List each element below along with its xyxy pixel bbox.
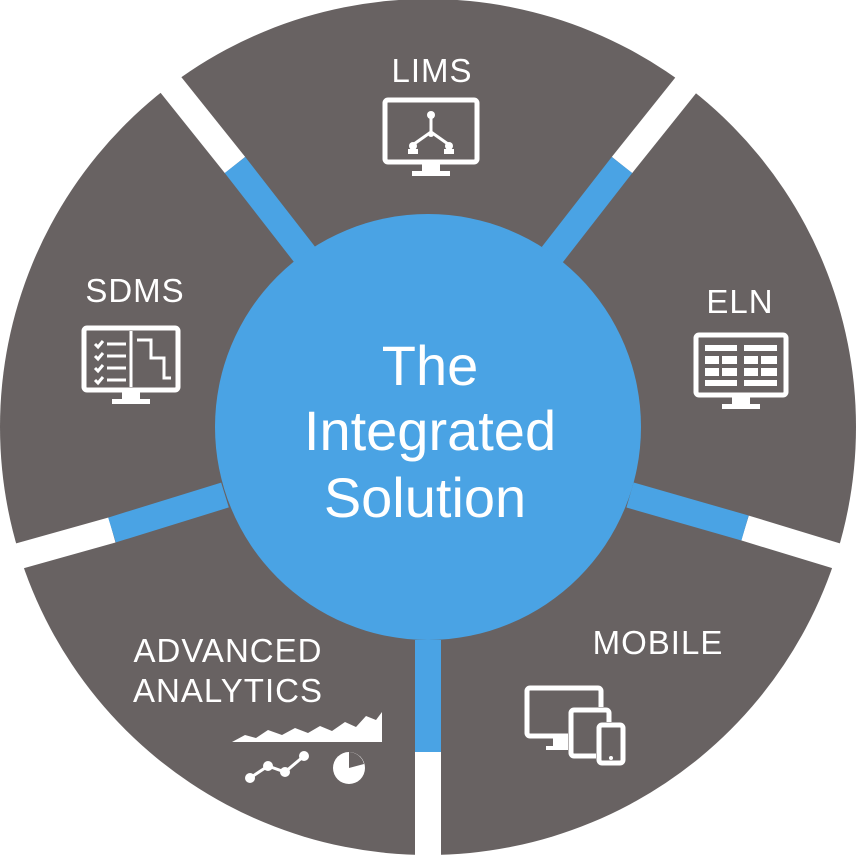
devices-icon	[524, 685, 626, 766]
center-line-1: The	[382, 334, 479, 397]
segment-lims-label: LIMS	[391, 52, 472, 89]
center-line-3: Solution	[324, 466, 526, 529]
segment-eln-label: ELN	[706, 283, 773, 320]
segment-analytics-label-line-1: ADVANCED	[134, 632, 323, 669]
monitor-layout-icon	[693, 332, 789, 409]
segment-sdms: SDMS	[81, 272, 184, 404]
separator-top-left-outer	[156, 71, 246, 174]
segment-sdms-label: SDMS	[85, 272, 184, 309]
separator-top-left-inner	[224, 157, 316, 263]
separator-left-outer	[1, 517, 116, 573]
segment-advanced-analytics: ADVANCED ANALYTICS	[133, 632, 382, 784]
separator-right-outer	[741, 515, 854, 573]
analytics-icon	[232, 712, 382, 784]
segment-mobile: MOBILE	[524, 624, 724, 766]
separator-right-inner	[626, 482, 749, 541]
center-circle	[215, 214, 641, 640]
center-line-2: Integrated	[304, 399, 556, 462]
segment-mobile-label: MOBILE	[593, 624, 724, 661]
segment-analytics-label-line-2: ANALYTICS	[133, 672, 323, 709]
segment-separators	[1, 71, 854, 855]
monitor-checklist-icon	[81, 325, 181, 404]
separator-top-right-outer	[611, 71, 701, 174]
separator-left-inner	[108, 482, 229, 543]
segment-eln: ELN	[693, 283, 789, 409]
segment-lims: LIMS	[382, 52, 480, 176]
monitor-network-icon	[382, 97, 480, 176]
separator-top-right-inner	[541, 157, 633, 263]
